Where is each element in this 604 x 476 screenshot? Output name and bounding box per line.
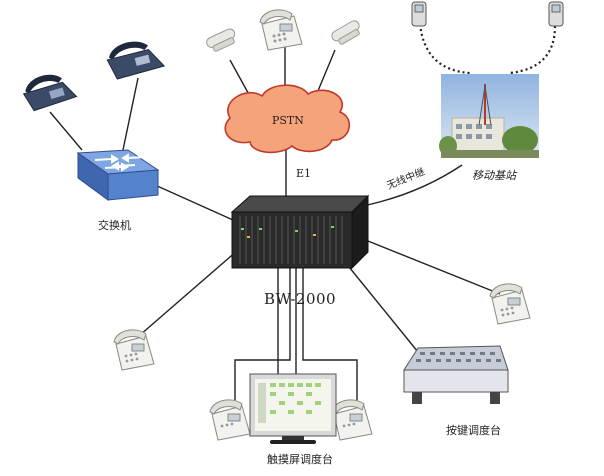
switch-label: 交换机 [98, 219, 131, 232]
desk-phone-icon [489, 283, 531, 325]
rack-server-icon [230, 194, 370, 270]
line-server-phone-bottom-right [302, 268, 358, 410]
desk-phone-icon [331, 399, 373, 441]
pstn-label: PSTN [272, 114, 304, 127]
pstn-cloud [224, 84, 351, 154]
desk-phone-icon [22, 74, 78, 112]
e1-label: E1 [296, 167, 312, 180]
desk-phone-icon [113, 329, 155, 371]
base-station-tower-icon [439, 74, 539, 158]
touch-console-label: 触摸屏调度台 [267, 453, 333, 466]
line-phone-switch-2 [122, 77, 139, 151]
wireless-arc-left [418, 23, 471, 75]
touchscreen-monitor-icon [249, 373, 337, 444]
desk-phone-icon [106, 41, 166, 80]
connection-lines [49, 42, 501, 410]
mobile-phone-icon [411, 1, 427, 27]
line-server-phone-right [352, 234, 501, 295]
line-phone-switch-1 [49, 111, 83, 151]
server-model-label: BW-2000 [264, 290, 337, 308]
line-server-phone-bottom-left [234, 268, 291, 410]
mobile-phone-icon [548, 1, 564, 27]
line-switch-server [154, 184, 234, 221]
cordless-phone-icon [206, 28, 236, 52]
cordless-phone-icon [331, 20, 360, 45]
line-server-phone-left [139, 249, 239, 336]
line-server-key-console [344, 261, 419, 353]
network-switch-icon [76, 149, 160, 201]
key-console-label: 按键调度台 [446, 424, 501, 437]
key-console-icon [403, 345, 509, 404]
wireless-arc-right [509, 25, 557, 75]
mobile-base-station-label: 移动基站 [472, 169, 516, 182]
desk-phone-icon [259, 9, 303, 51]
wireless-arcs [418, 23, 557, 75]
desk-phone-icon [209, 399, 251, 441]
